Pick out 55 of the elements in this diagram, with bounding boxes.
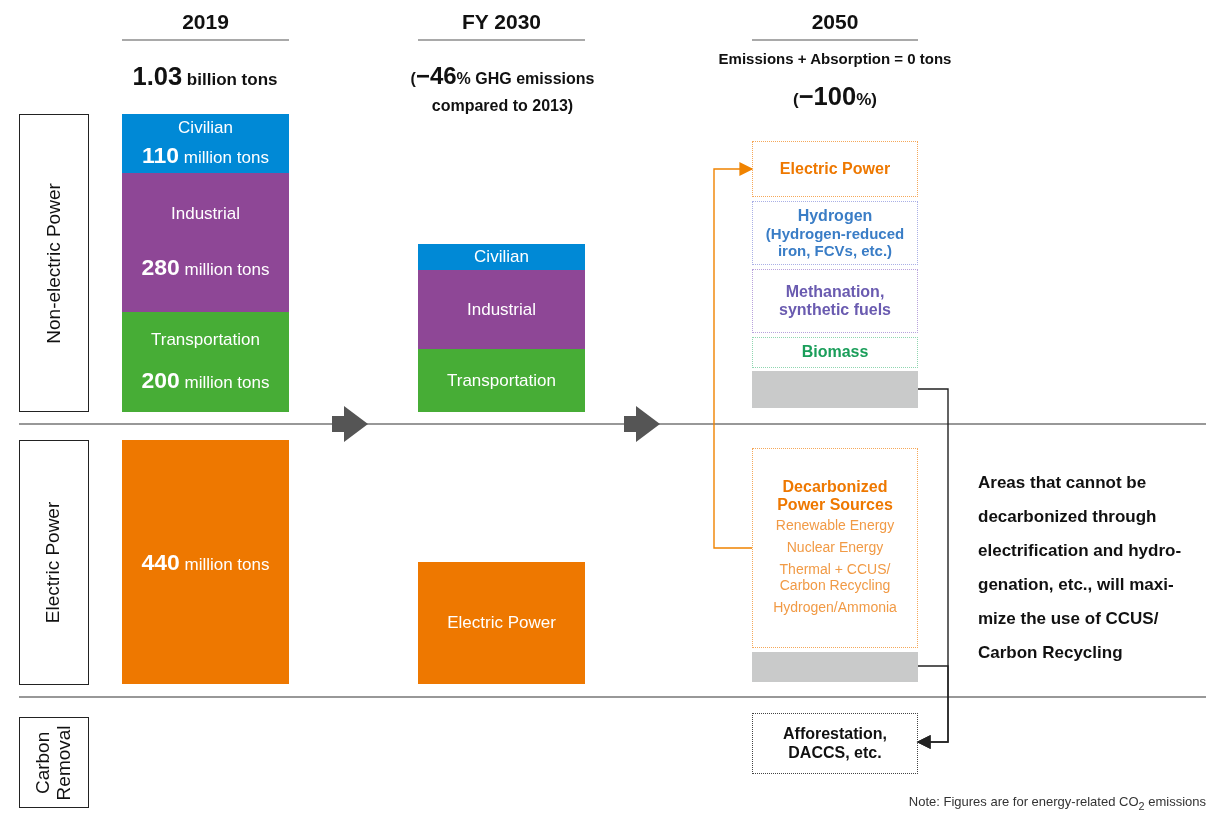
footnote: Note: Figures are for energy-related CO$_{2}$ emissions <box>907 794 1206 812</box>
net-zero-equation: Emissions + Absorption = 0 tons <box>717 50 953 67</box>
measure-box <box>752 269 918 333</box>
power-source-item: Nuclear Energy <box>786 539 884 556</box>
period-heading: 2050 <box>810 10 860 34</box>
measure-label: Afforestation, DACCS, etc. <box>782 725 888 762</box>
measure-box <box>752 201 918 265</box>
connector-arrow <box>916 665 949 749</box>
power-source-item: Hydrogen/Ammonia <box>773 599 897 616</box>
segment-label: 200 million tons <box>141 367 270 395</box>
emission-bar-segment <box>418 562 585 684</box>
segment-label: 440 million tons <box>141 548 270 576</box>
row-label-frame <box>19 440 89 685</box>
row-label-frame <box>19 114 89 412</box>
remaining-emissions-bar <box>752 652 918 682</box>
emission-bar-segment <box>418 270 585 349</box>
sector-label: Civilian <box>178 118 233 138</box>
row-label: Carbon Removal <box>33 724 75 802</box>
emission-bar-segment <box>122 114 289 173</box>
emission-total: 1.03 billion tons <box>131 62 279 91</box>
measure-box <box>752 713 918 774</box>
measure-label: Hydrogen <box>796 206 874 225</box>
segment-label: Electric Power <box>447 613 556 633</box>
measure-label: (Hydrogen-reduced iron, FCVs, etc.) <box>764 224 906 260</box>
measure-label: Electric Power <box>778 159 892 179</box>
segment-label: 280 million tons <box>141 254 270 282</box>
emission-bar-segment <box>122 440 289 684</box>
remaining-emissions-bar <box>752 371 918 408</box>
connector-arrow <box>713 162 754 549</box>
sector-label: Industrial <box>171 203 240 224</box>
segment-label: Civilian <box>474 247 529 267</box>
power-source-item: Thermal + CCUS/ Carbon Recycling <box>778 561 892 594</box>
segment-label: Industrial <box>467 299 536 320</box>
emission-bar-segment <box>418 349 585 412</box>
segment-label: 110 million tons <box>142 142 269 169</box>
row-label: Non-electric Power <box>43 182 65 344</box>
emission-bar-segment <box>122 173 289 312</box>
period-heading: FY 2030 <box>461 10 542 34</box>
emission-bar-segment <box>122 312 289 412</box>
measure-box <box>752 337 918 368</box>
segment-label: Transportation <box>447 370 556 391</box>
sector-label: Transportation <box>151 329 260 350</box>
row-label-frame <box>19 717 89 808</box>
emission-total: (−100%) <box>792 82 878 111</box>
period-heading: 2019 <box>181 10 230 34</box>
measure-box <box>752 448 918 648</box>
explanation-text: Areas that cannot be decarbonized through electrification and hydro- genation, etc., will maxi- mize the use of CCUS/ Carbon Recycling <box>978 472 1183 664</box>
emission-bar-segment <box>418 244 585 270</box>
measure-label: Decarbonized Power Sources <box>776 477 894 515</box>
reduction-target: (−46% GHG emissions compared to 2013) <box>409 61 596 116</box>
power-source-item: Renewable Energy <box>775 517 895 534</box>
measure-label: Methanation, synthetic fuels <box>778 282 892 320</box>
row-label: Electric Power <box>43 501 65 624</box>
measure-label: Biomass <box>800 343 870 362</box>
measure-box <box>752 141 918 197</box>
